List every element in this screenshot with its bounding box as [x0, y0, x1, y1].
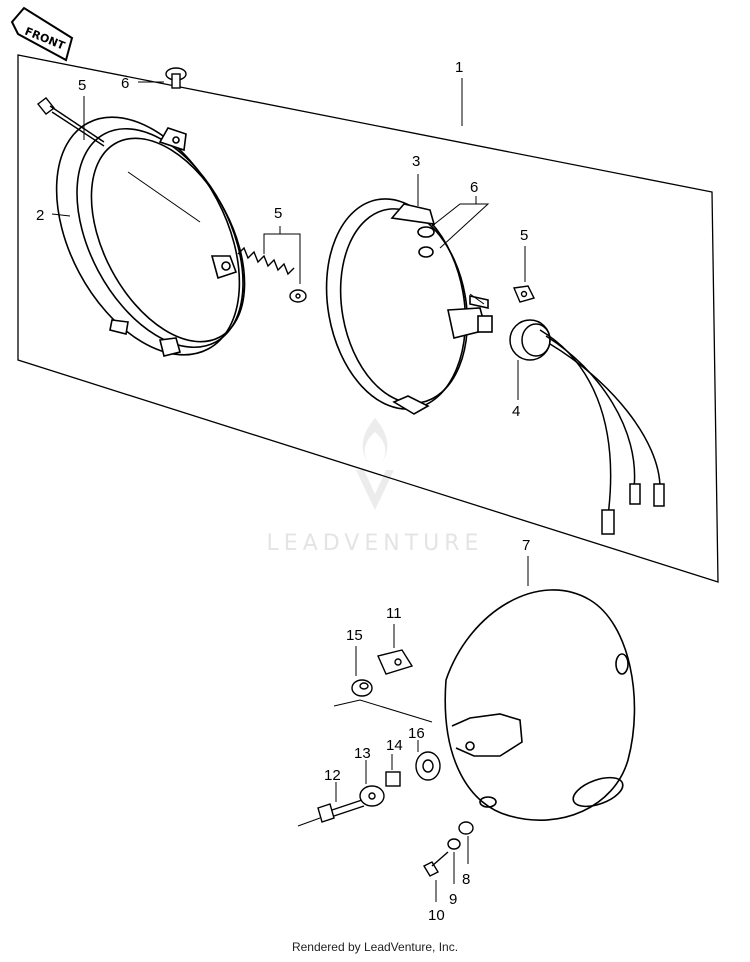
callout-11: 11: [386, 605, 402, 622]
callout-7: 7: [522, 537, 530, 554]
housing-shell[interactable]: [444, 589, 636, 821]
square-nut[interactable]: [512, 285, 536, 303]
callout-1: 1: [455, 59, 463, 76]
callout-12: 12: [324, 767, 341, 784]
callout-3: 3: [412, 153, 420, 170]
reflector-housing[interactable]: [311, 188, 493, 420]
watermark-text: LEADVENTURE: [267, 531, 484, 556]
flame-logo-icon: [356, 418, 394, 510]
callout-2: 2: [36, 207, 44, 224]
callout-9: 9: [449, 891, 457, 908]
assembly-frame: [17, 54, 719, 583]
callout-10: 10: [428, 907, 445, 924]
callout-6-top: 6: [121, 75, 129, 92]
footer-credit: Rendered by LeadVenture, Inc.: [291, 940, 459, 954]
spring-set[interactable]: [237, 246, 307, 303]
adjust-screw[interactable]: [165, 67, 187, 89]
callout-5-right: 5: [520, 227, 528, 244]
front-arrow-icon: FRONT: [10, 6, 74, 62]
callout-6-right: 6: [470, 179, 478, 196]
callout-14: 14: [386, 737, 403, 754]
leader-lines: [51, 78, 529, 902]
headlight-rim[interactable]: [19, 86, 277, 385]
bulb-socket[interactable]: [509, 319, 665, 535]
watermark: LEADVENTURE: [267, 418, 484, 556]
callout-16: 16: [408, 725, 425, 742]
callout-8: 8: [462, 871, 470, 888]
callout-15: 15: [346, 627, 363, 644]
callout-4: 4: [512, 403, 520, 420]
callout-13: 13: [354, 745, 371, 762]
mounting-hardware[interactable]: [317, 649, 474, 877]
callout-5-middle: 5: [274, 205, 282, 222]
callout-5-left: 5: [78, 77, 86, 94]
long-screw[interactable]: [37, 97, 105, 147]
callout-labels: 1 2 3 4 5 5 5 6 6 7 8 9 10 11 12 13 14 1…: [36, 59, 530, 924]
